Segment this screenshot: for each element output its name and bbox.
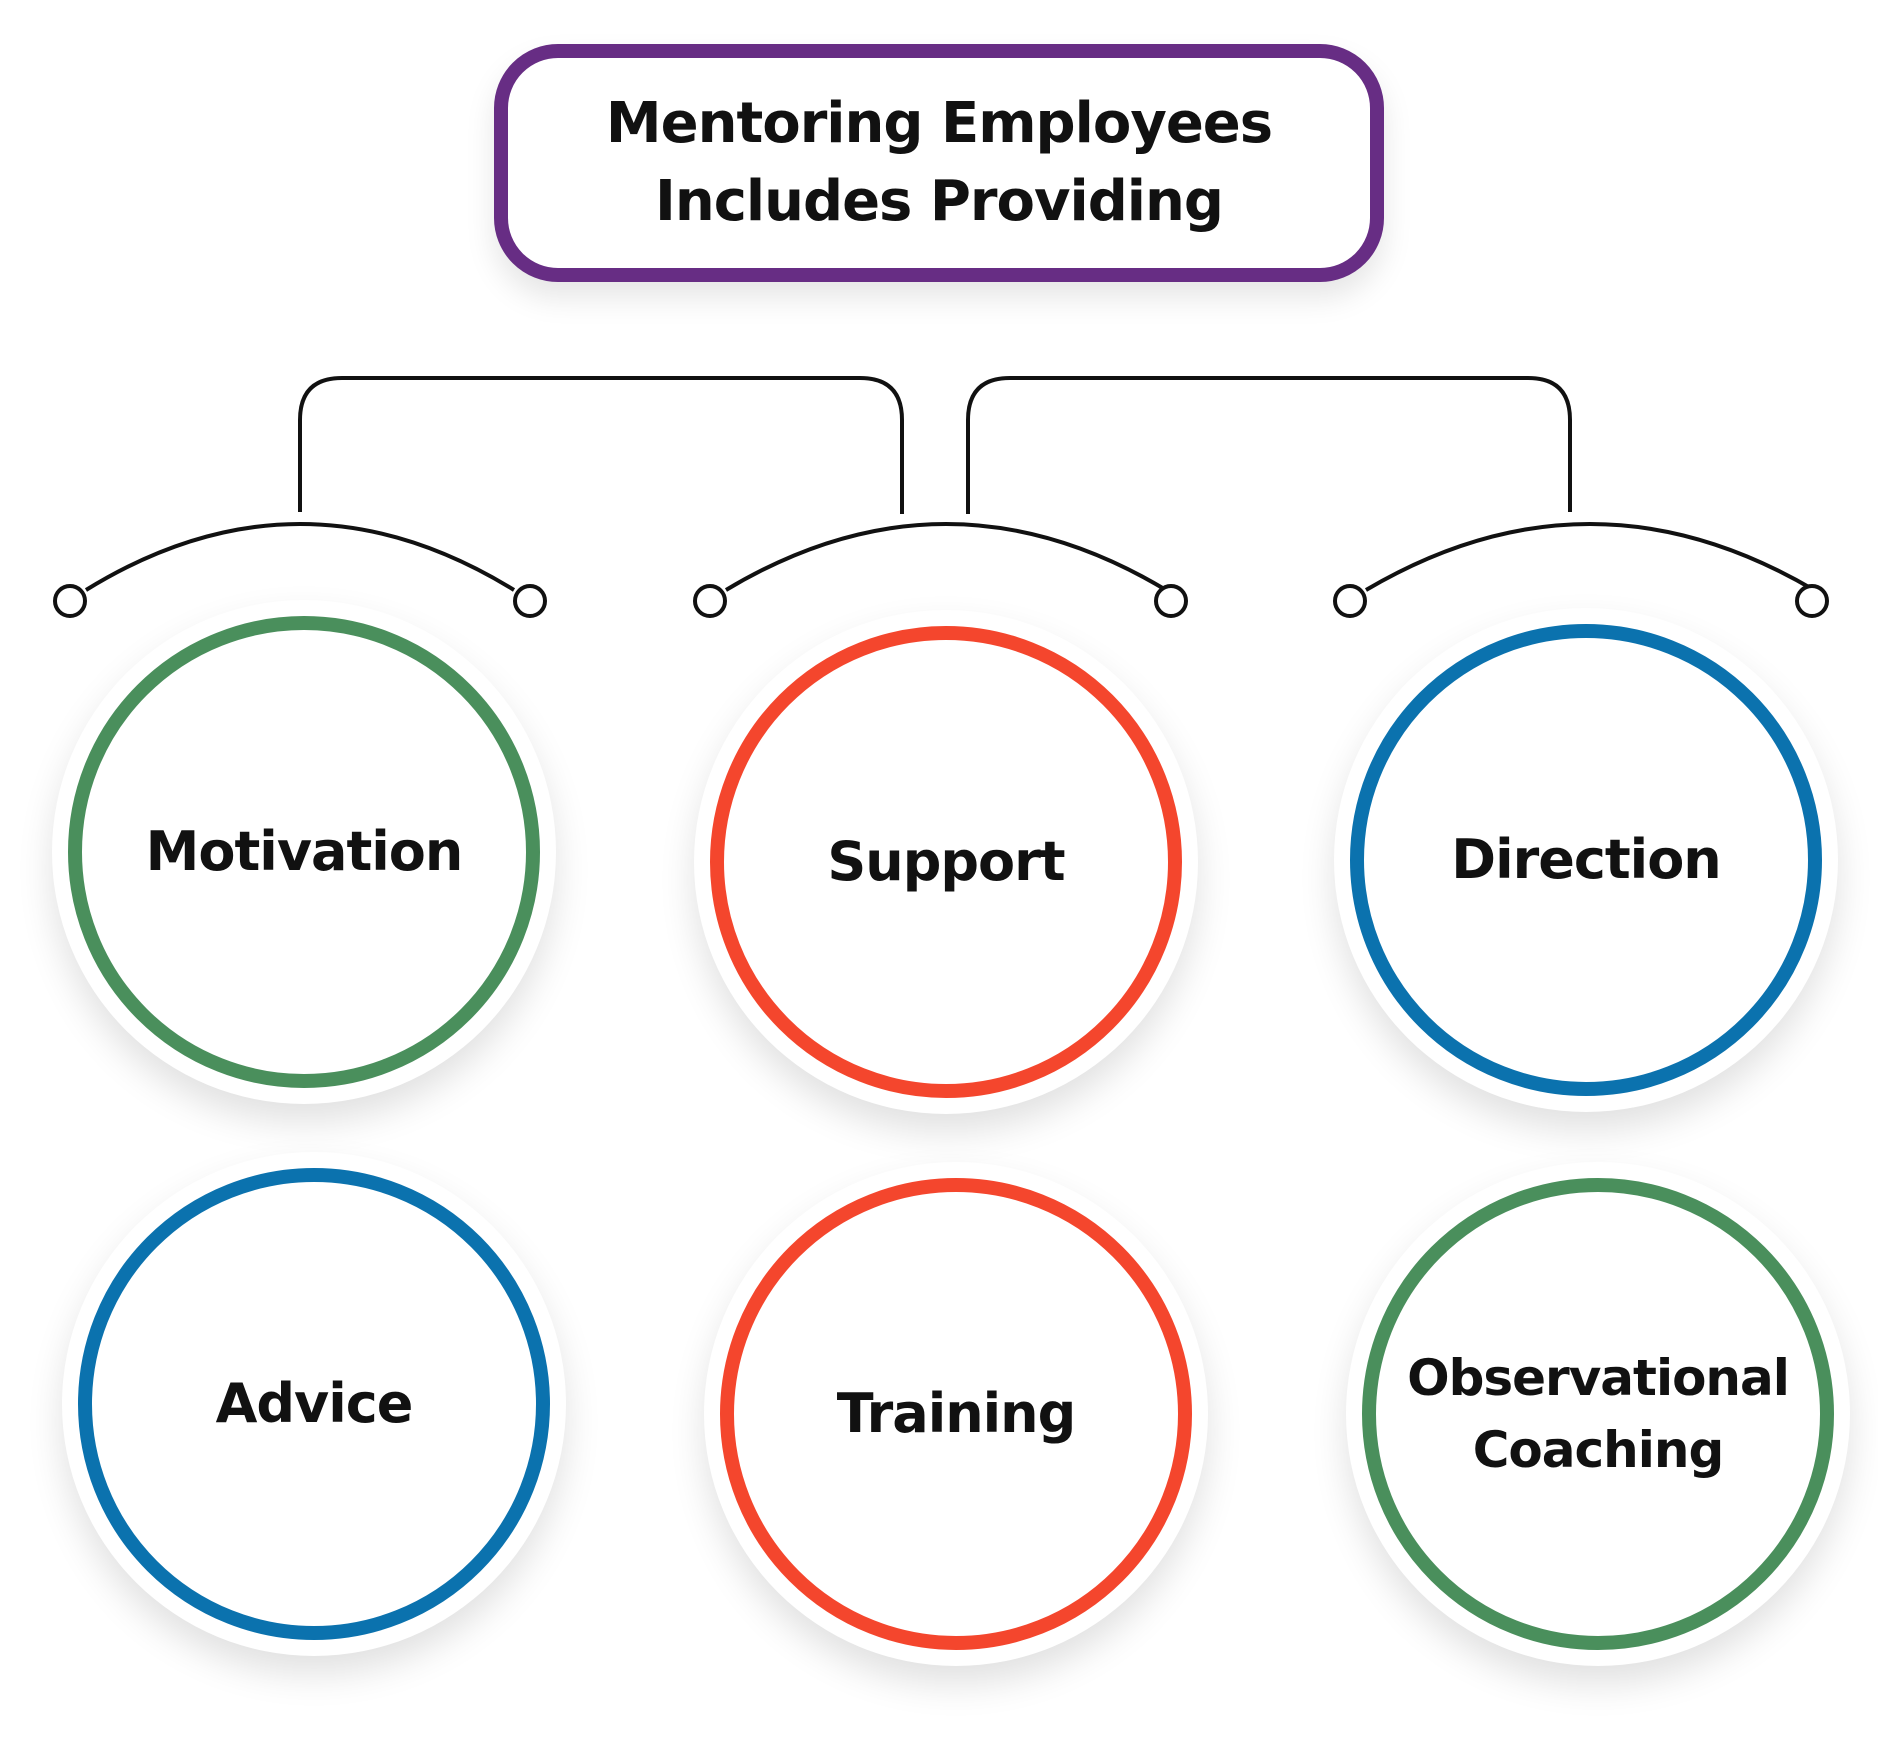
title-line-1: Mentoring Employees <box>605 91 1273 156</box>
arc-right <box>1364 522 1816 592</box>
arc-left <box>84 522 516 592</box>
endpoint-dot <box>693 584 727 618</box>
node-label: Motivation <box>145 820 464 883</box>
node-motivation: Motivation <box>68 616 540 1088</box>
arc-middle <box>724 522 1168 592</box>
node-observational-coaching: Observational Coaching <box>1362 1178 1834 1650</box>
node-support: Support <box>710 626 1182 1098</box>
node-label: Direction <box>1451 828 1721 891</box>
node-label: Support <box>827 830 1065 893</box>
node-training: Training <box>720 1178 1192 1650</box>
bracket-left <box>298 376 904 514</box>
endpoint-dot <box>1795 584 1829 618</box>
endpoint-dot <box>1333 584 1367 618</box>
endpoint-dot <box>513 584 547 618</box>
node-label: Observational <box>1407 1349 1790 1407</box>
title-line-2: Includes Providing <box>655 169 1224 234</box>
node-label: Advice <box>215 1372 414 1435</box>
node-label: Training <box>836 1382 1077 1445</box>
node-label: Coaching <box>1472 1421 1725 1479</box>
endpoint-dot <box>53 584 87 618</box>
bracket-right <box>966 376 1572 514</box>
endpoint-dot <box>1154 584 1188 618</box>
node-direction: Direction <box>1350 624 1822 1096</box>
title-box: Mentoring Employees Includes Providing <box>494 44 1384 282</box>
node-advice: Advice <box>78 1168 550 1640</box>
